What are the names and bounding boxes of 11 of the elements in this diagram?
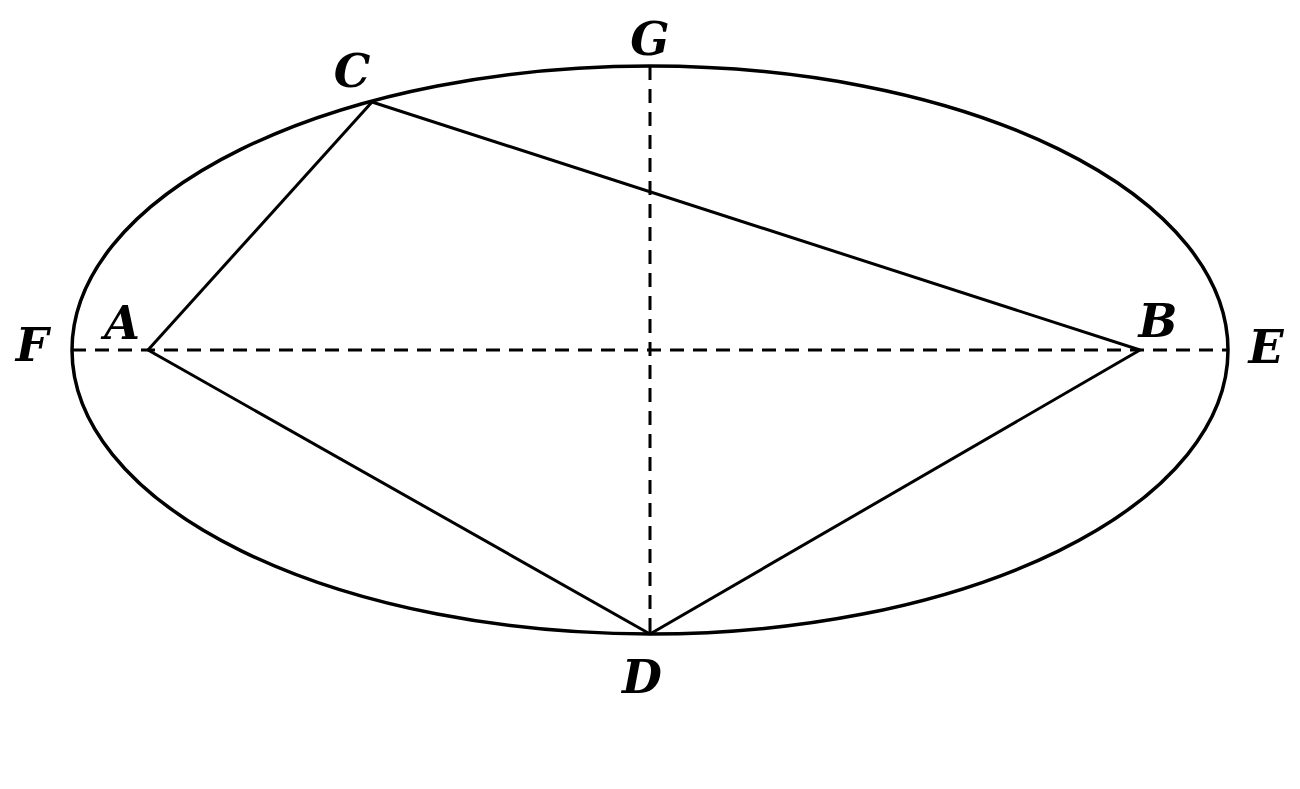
dashed-line bbox=[648, 66, 652, 634]
point-label: B bbox=[1136, 296, 1180, 346]
point-label: A bbox=[100, 298, 144, 348]
dashed-line bbox=[72, 348, 1228, 352]
point-label: E bbox=[1244, 322, 1288, 372]
line-segment bbox=[371, 100, 1141, 352]
point-label: F bbox=[10, 320, 54, 370]
point-label: D bbox=[620, 652, 664, 702]
line-segment bbox=[146, 101, 374, 351]
point-label: C bbox=[330, 46, 374, 96]
point-label: G bbox=[628, 14, 672, 64]
